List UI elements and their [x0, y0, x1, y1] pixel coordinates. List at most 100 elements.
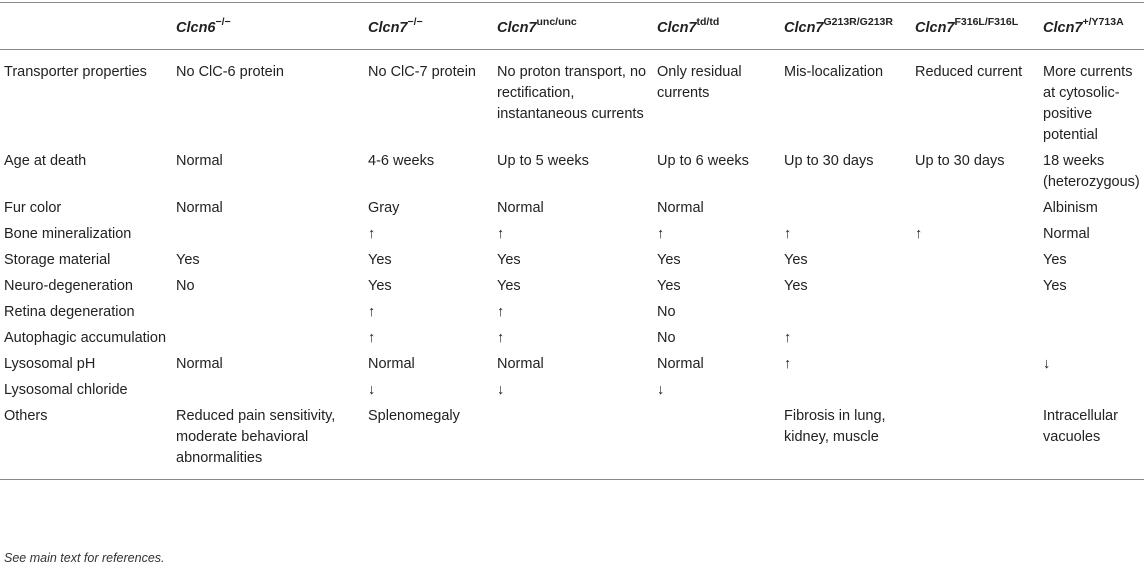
table-cell [172, 302, 364, 328]
row-label: Lysosomal pH [4, 355, 96, 372]
table-cell: Up to 30 days [784, 152, 874, 169]
table-cell: Yes [176, 251, 200, 268]
table-cell [172, 328, 364, 354]
table-cell: ↓ [368, 381, 376, 398]
column-genotype: G213R/G213R [823, 16, 893, 28]
row-label: Lysosomal chloride [4, 381, 128, 398]
table-cell: No ClC-7 protein [368, 63, 476, 80]
table-cell: Yes [1043, 277, 1067, 294]
table-cell: Normal [176, 355, 223, 372]
table-cell: ↑ [784, 355, 792, 372]
table-cell [1039, 302, 1144, 328]
table-cell: Normal [657, 199, 704, 216]
table-cell: ↑ [784, 329, 792, 346]
table-cell: Only residual currents [657, 63, 742, 101]
table-cell: ↓ [497, 381, 505, 398]
column-header: Clcn6−/− [172, 3, 364, 50]
header-corner [0, 3, 172, 50]
table-cell [780, 302, 911, 328]
table-cell: More currents at cytosolic-positive pote… [1043, 63, 1133, 143]
table-cell: Yes [368, 251, 392, 268]
table-cell: Mis-localization [784, 63, 884, 80]
table-cell: No [176, 277, 195, 294]
table-cell: 4-6 weeks [368, 152, 435, 169]
table-cell: Up to 5 weeks [497, 152, 589, 169]
column-gene: Clcn6 [176, 19, 216, 36]
table-row: Lysosomal chloride↓↓↓ [0, 380, 1144, 406]
table-cell: Up to 6 weeks [657, 152, 749, 169]
table-cell: Yes [784, 251, 808, 268]
table-cell [493, 406, 653, 480]
table-cell: ↑ [368, 303, 376, 320]
table-cell [911, 250, 1039, 276]
row-label: Bone mineralization [4, 225, 132, 242]
column-gene: Clcn7 [657, 19, 697, 36]
table-row: Bone mineralization↑↑↑↑↑Normal [0, 224, 1144, 250]
row-label: Retina degeneration [4, 303, 135, 320]
row-label: Neuro-degeneration [4, 277, 133, 294]
table-cell: 18 weeks (heterozygous) [1043, 152, 1140, 190]
table-cell [911, 406, 1039, 480]
table-cell: ↑ [368, 225, 376, 242]
table-cell [780, 380, 911, 406]
table-row: Others Reduced pain sensitivity, moderate… [0, 406, 1144, 480]
row-label: Others [4, 407, 48, 424]
table-cell [911, 328, 1039, 354]
table-cell: ↓ [1043, 355, 1051, 372]
column-gene: Clcn7 [497, 19, 537, 36]
table-cell: Yes [497, 277, 521, 294]
row-label: Autophagic accumulation [4, 329, 167, 346]
table-cell: ↑ [497, 329, 505, 346]
column-genotype: F316L/F316L [954, 16, 1019, 28]
column-header: Clcn7F316L/F316L [911, 3, 1039, 50]
table-cell [911, 198, 1039, 224]
table-cell: Up to 30 days [915, 152, 1005, 169]
table-cell: ↑ [497, 225, 505, 242]
table-cell: No [657, 329, 676, 346]
table-cell [172, 224, 364, 250]
table-cell: Normal [368, 355, 415, 372]
table-cell: Reduced pain sensitivity, moderate behav… [176, 407, 336, 466]
column-gene: Clcn7 [368, 19, 408, 36]
table-cell: Normal [176, 152, 223, 169]
table-cell: Intracellular vacuoles [1043, 407, 1118, 445]
table-cell: ↑ [657, 225, 665, 242]
table-cell: Yes [784, 277, 808, 294]
table-cell: Gray [368, 199, 400, 216]
table-cell: Normal [1043, 225, 1090, 242]
column-genotype: −/− [215, 16, 231, 28]
table-cell: Yes [657, 277, 681, 294]
footnote: See main text for references. [4, 551, 165, 565]
table-cell: Reduced current [915, 63, 1023, 80]
table-cell: Yes [657, 251, 681, 268]
table-cell: Albinism [1043, 199, 1098, 216]
table-cell [1039, 328, 1144, 354]
table-cell: Normal [176, 199, 223, 216]
table-row: Age at death Normal 4-6 weeks Up to 5 weeks… [0, 151, 1144, 198]
table-cell [172, 380, 364, 406]
column-header: Clcn7td/td [653, 3, 780, 50]
column-header: Clcn7G213R/G213R [780, 3, 911, 50]
table-cell [911, 380, 1039, 406]
table-cell: Yes [1043, 251, 1067, 268]
table-cell: Fibrosis in lung, kidney, muscle [784, 407, 886, 445]
row-label: Storage material [4, 251, 111, 268]
table-cell: Splenomegaly [368, 407, 460, 424]
table-cell: No [657, 303, 676, 320]
column-gene: Clcn7 [1043, 19, 1083, 36]
table-cell: Normal [497, 199, 544, 216]
column-header: Clcn7−/− [364, 3, 493, 50]
column-genotype: td/td [696, 16, 720, 28]
table-cell: ↑ [368, 329, 376, 346]
row-label: Age at death [4, 152, 87, 169]
table-cell: ↑ [915, 225, 923, 242]
table-cell: Yes [497, 251, 521, 268]
table-cell: Normal [497, 355, 544, 372]
